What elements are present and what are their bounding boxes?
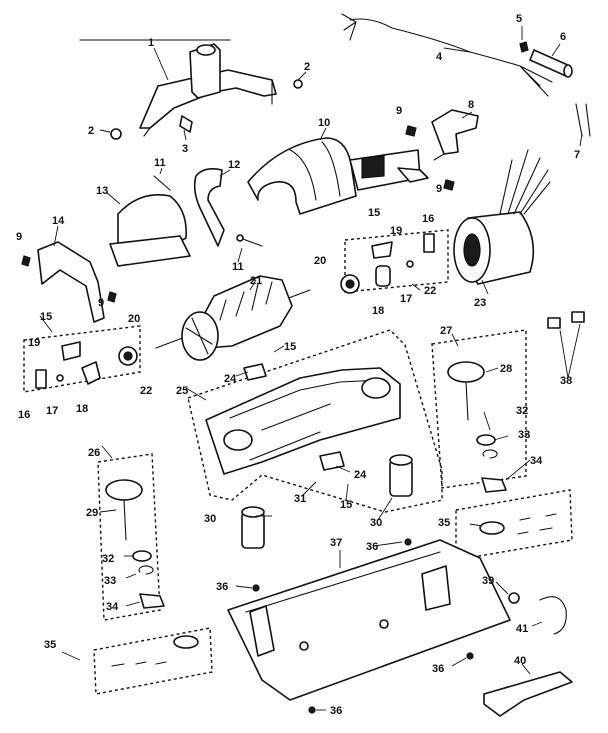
callout-9: 9	[436, 183, 442, 195]
callout-22: 22	[424, 285, 436, 297]
callout-23: 23	[474, 297, 486, 309]
part-power-cord	[341, 13, 573, 97]
callout-16: 16	[422, 213, 434, 225]
callout-29: 29	[86, 507, 98, 519]
callout-22: 22	[140, 385, 152, 397]
callout-30: 30	[204, 513, 216, 525]
callout-35: 35	[438, 517, 450, 529]
leader-lines	[39, 26, 583, 711]
callout-34: 34	[106, 601, 119, 613]
part-pins	[153, 175, 263, 247]
callout-5: 5	[516, 13, 522, 25]
callout-36: 36	[366, 541, 378, 553]
part-nut-39	[508, 592, 520, 604]
part-screws	[21, 41, 529, 303]
callout-7: 7	[574, 149, 580, 161]
callout-1: 1	[148, 37, 154, 49]
callout-18: 18	[372, 305, 384, 317]
callout-11: 11	[154, 157, 166, 169]
group-box-gear-right	[431, 329, 527, 489]
callout-8: 8	[468, 99, 474, 111]
part-top-bracket	[79, 39, 277, 137]
group-box-motor-housing	[187, 329, 443, 513]
callout-19: 19	[28, 337, 40, 349]
callout-28: 28	[500, 363, 512, 375]
group-box-hardware-right	[455, 489, 573, 561]
part-lead-ends	[575, 103, 591, 137]
group-box-brush-right	[344, 229, 449, 293]
callout-9: 9	[16, 231, 22, 243]
callout-32: 32	[102, 553, 114, 565]
callout-19: 19	[390, 225, 402, 237]
callout-40: 40	[514, 655, 526, 667]
callout-36: 36	[432, 663, 444, 675]
part-clips-38	[547, 311, 585, 329]
callout-13: 13	[96, 185, 108, 197]
group-box-hardware-left	[93, 627, 213, 695]
callout-15: 15	[40, 311, 52, 323]
callout-41: 41	[516, 623, 528, 635]
callout-6: 6	[560, 31, 566, 43]
part-fan-guard	[109, 194, 191, 267]
callout-35: 35	[44, 639, 56, 651]
callout-numbers: 1 2 2 3 4 5 6 7 8 9 9 9 9 10 11 11 12 13…	[16, 13, 580, 717]
callout-3: 3	[182, 143, 188, 155]
callout-34: 34	[530, 455, 543, 467]
callout-16: 16	[18, 409, 30, 421]
callout-36: 36	[216, 581, 228, 593]
part-gear-right	[447, 361, 507, 493]
part-spring-clip	[193, 168, 225, 247]
part-brush-assemblies	[35, 233, 435, 389]
callout-15: 15	[340, 499, 352, 511]
callout-9: 9	[396, 105, 402, 117]
callout-39: 39	[482, 575, 494, 587]
group-box-brush-left	[23, 325, 141, 393]
callout-4: 4	[436, 51, 443, 63]
callout-26: 26	[88, 447, 100, 459]
callout-2: 2	[88, 125, 94, 137]
callout-17: 17	[400, 293, 412, 305]
callout-20: 20	[128, 313, 140, 325]
part-hardware	[111, 513, 557, 667]
part-handle-40	[483, 671, 573, 717]
callout-33: 33	[104, 575, 116, 587]
callout-14: 14	[52, 215, 65, 227]
callout-9: 9	[98, 297, 104, 309]
part-base-screws	[252, 538, 474, 714]
part-spring-41	[539, 596, 567, 635]
group-box-gear-left	[97, 453, 161, 621]
callout-32: 32	[516, 405, 528, 417]
part-armature	[155, 275, 311, 361]
callout-10: 10	[318, 117, 330, 129]
callout-15: 15	[368, 207, 380, 219]
callout-37: 37	[330, 537, 342, 549]
part-motor-housing	[205, 363, 401, 475]
callout-2: 2	[304, 61, 310, 73]
callout-25: 25	[176, 385, 188, 397]
part-switch-bracket	[431, 109, 479, 161]
part-side-bracket	[37, 241, 105, 323]
group-boxes	[23, 229, 573, 695]
callout-15: 15	[284, 341, 296, 353]
callout-38: 38	[560, 375, 572, 387]
part-housing-cover	[247, 137, 429, 215]
part-base-plate	[227, 539, 511, 701]
callout-21: 21	[250, 275, 262, 287]
callout-36: 36	[330, 705, 342, 717]
callout-11: 11	[232, 261, 244, 273]
callout-24: 24	[354, 469, 367, 481]
part-gear-left	[105, 479, 165, 609]
callout-30: 30	[370, 517, 382, 529]
callout-33: 33	[518, 429, 530, 441]
callout-27: 27	[440, 325, 452, 337]
part-bushings	[241, 454, 413, 549]
callout-12: 12	[228, 159, 240, 171]
part-stator	[453, 149, 551, 285]
callout-20: 20	[314, 255, 326, 267]
callout-31: 31	[294, 493, 306, 505]
callout-17: 17	[46, 405, 58, 417]
callout-18: 18	[76, 403, 88, 415]
callout-24: 24	[224, 373, 237, 385]
